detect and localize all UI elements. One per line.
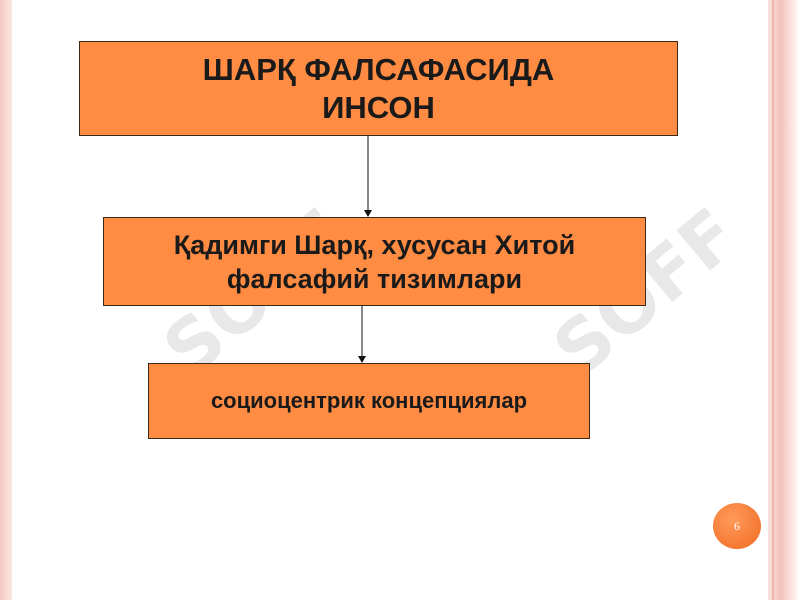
slide-border-right [768,0,800,600]
arrowhead-icon [364,210,372,217]
arrowhead-icon [358,356,366,363]
node-label: Қадимги Шарқ, хусусан Хитой фалсафий тиз… [173,229,576,294]
slide-border-left [0,0,12,600]
page-number: 6 [734,518,740,533]
node-sociocentric-concepts: социоцентрик концепциялар [148,363,590,439]
node-east-philosophy-human: ШАРҚ ФАЛСАФАСИДА ИНСОН [79,41,678,136]
node-ancient-east-china-systems: Қадимги Шарқ, хусусан Хитой фалсафий тиз… [103,217,646,306]
page-number-badge: 6 [713,503,761,549]
node-label: социоцентрик концепциялар [210,388,528,413]
node-label: ШАРҚ ФАЛСАФАСИДА ИНСОН [202,51,555,125]
